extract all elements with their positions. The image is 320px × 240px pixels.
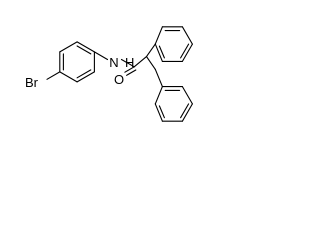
bromophenyl-ring [59, 41, 95, 83]
ring-double-bond [158, 45, 165, 59]
ring-double-bond [180, 103, 190, 119]
nitrogen-atom: N [109, 55, 118, 70]
oxygen-atom: O [114, 72, 124, 87]
nitrogen-label: N [109, 55, 118, 70]
ring-bond [59, 71, 78, 83]
lower-phenyl-ring [154, 68, 193, 122]
c-phenyl-bond [145, 56, 156, 70]
bromine-atom: Br [25, 75, 39, 90]
ring-bond [154, 43, 163, 62]
ring-bond [154, 86, 163, 105]
ring-bond [181, 43, 193, 62]
hydrogen-atom: H [125, 55, 134, 70]
chemical-structure: Br N H O [25, 26, 193, 122]
ring-double-bond [76, 69, 92, 79]
c-phenyl-bond [145, 43, 156, 58]
ring-bond [154, 68, 163, 88]
ring-double-bond [76, 45, 92, 55]
hydrogen-label: H [125, 55, 134, 70]
carbonyl-double-bond [126, 69, 137, 76]
c-c-bond [133, 56, 148, 68]
oxygen-label: O [114, 72, 124, 87]
bromine-label: Br [25, 75, 39, 90]
carbonyl-double-bond [124, 66, 135, 73]
ring-bond [76, 41, 95, 53]
ring-bond [181, 86, 193, 105]
c-br-bond [46, 71, 61, 80]
n-c-bond [120, 58, 135, 68]
ring-bond [181, 26, 193, 45]
upper-phenyl-ring [154, 26, 193, 62]
ring-double-bond [158, 105, 165, 119]
c-n-bond [93, 51, 109, 61]
ring-double-bond [180, 43, 190, 59]
ring-bond [154, 103, 163, 122]
ring-bond [181, 103, 193, 122]
ring-bond [154, 26, 163, 45]
ring-bond [76, 71, 95, 83]
ring-bond [59, 41, 78, 53]
